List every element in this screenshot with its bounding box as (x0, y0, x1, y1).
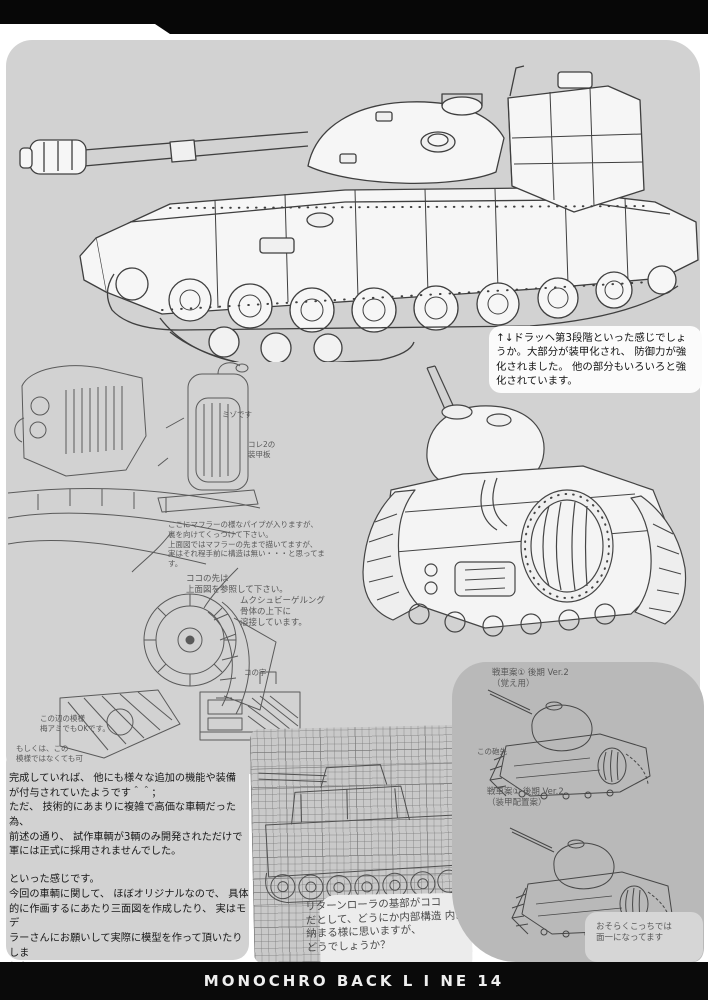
flush-note-paper (585, 912, 703, 962)
rear-view-tank-drawing (362, 365, 687, 637)
footer-bar: MONOCHRO BACK L I NE 14 (0, 962, 708, 1000)
comment-bubble-text: ↑↓ドラッヘ第3段階といった感じでしょうか。大部分が装甲化され、 防御力が強化さ… (496, 332, 687, 388)
annotation-groove-label: ミゾです (222, 410, 252, 419)
annotation-return-roller-note: リターンローラの基部がココ だとして、どうにか内部構造 内に 納まる様に思います… (305, 896, 466, 954)
annotation-pattern-note: この辺の模様 梅アミでもOKです。 (40, 714, 110, 733)
main-tank-drawing (19, 65, 699, 362)
comment-bubble: ↑↓ドラッヘ第3段階といった感じでしょうか。大部分が装甲化され、 防御力が強化さ… (489, 326, 702, 394)
mini-tank-sketch-1 (487, 689, 651, 800)
annotation-weld-note: ムクシュビーゲルング 骨体の上下に 溶接しています。 (240, 596, 325, 629)
annotation-muffler-note: ここにマフラーの様なパイプが入りますが、 裏を向けてくっつけて下さい。 上面図で… (168, 520, 325, 568)
annotation-sketch2-title: 戦車案① 後期 Ver.2 （装甲配置案） (487, 787, 564, 809)
annotation-top-view-note: ココの先は 上面図を参照して下さい。 (186, 574, 288, 596)
annotation-armor-plate-label: コレ2の 装甲板 (248, 440, 276, 459)
annotation-pattern-note-2: もしくは、この 模様ではなくても可 (16, 744, 83, 763)
footer-title: MONOCHRO BACK L I NE 14 (203, 972, 505, 990)
annotation-u-shape-label: コの字 (244, 668, 267, 677)
scan-page-left-extension (6, 758, 249, 960)
annotation-sketch1-title: 戦車案① 後期 Ver.2 （覚え用） (492, 668, 569, 690)
annotation-muzzle-label: この砲先 (477, 747, 507, 756)
body-text-block-1: 完成していれば、 他にも様々な追加の機能や装備 が付与されていたようです＾＾； … (9, 773, 243, 858)
annotation-flush-note: おそらくこっちでは 面一になってます (596, 922, 672, 944)
top-black-bar (0, 0, 708, 34)
